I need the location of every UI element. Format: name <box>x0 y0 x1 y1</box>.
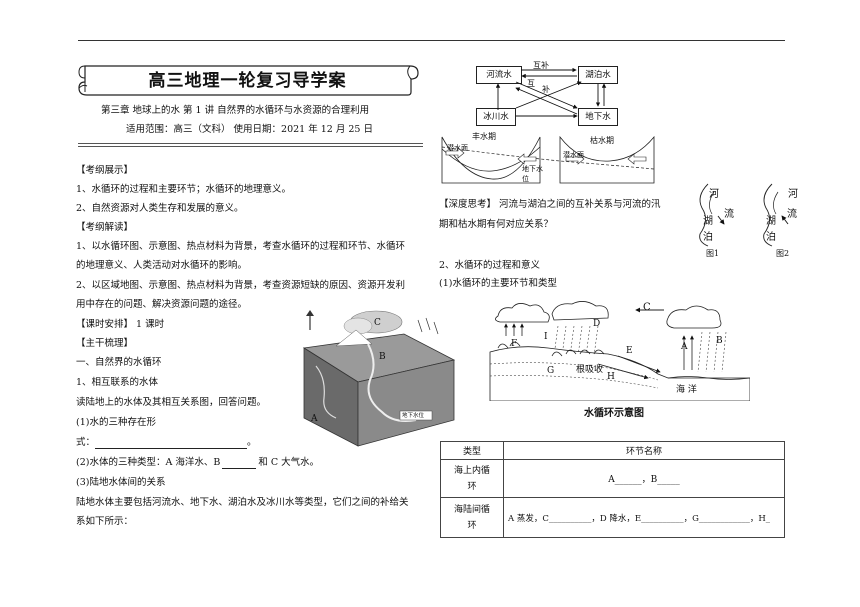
keshi: 【课时安排】 1 课时 <box>76 319 165 330</box>
jiedu-1b: 的地理意义、人类活动对水循环的影响。 <box>76 260 248 271</box>
q1-form-label: 式： <box>76 437 96 448</box>
row2-type-a: 海陆间循 <box>453 504 490 515</box>
fig1-po: 泊 <box>703 232 713 243</box>
fig2-lake: 湖 <box>766 216 776 227</box>
section-1: 一、自然界的水循环 <box>76 357 162 368</box>
box-glacier: 冰川水 <box>476 108 516 126</box>
cycle-label-d: D <box>593 319 601 329</box>
high-water-label: 丰水期 <box>472 132 496 141</box>
think-line-b: 期和枯水期有何对应关系？ <box>439 219 554 230</box>
groundwater-level-label: 地下水位 <box>522 165 543 183</box>
fig2-caption: 图2 <box>776 249 790 258</box>
table-header-row: 类型 环节名称 <box>440 441 785 460</box>
fig1-flow: 流 <box>724 209 734 220</box>
section-1-1: 1、相互联系的水体 <box>76 377 159 388</box>
scope-line: 适用范围：高三（文科） 使用日期：2021 年 12 月 25 日 <box>126 124 373 135</box>
cycle-types-table: 类型 环节名称 海上内循 环 A______，B_____ 海陆间循 环 A 蒸… <box>440 441 785 538</box>
table-row: 海上内循 环 A______，B_____ <box>440 459 785 498</box>
q2-pre: (2)水体的三种类型：A 海洋水、B <box>76 457 221 468</box>
water-cycle-diagram <box>489 301 750 401</box>
q2-answer-blank[interactable] <box>222 458 257 469</box>
table-row1-value[interactable]: A______，B_____ <box>503 459 785 498</box>
water-period-diagram <box>441 135 655 184</box>
page-title: 高三地理一轮复习导学案 <box>148 71 347 91</box>
water-surface-label-2: 潜水面 <box>563 151 584 159</box>
fig1-lake: 湖 <box>703 216 713 227</box>
cycle-label-ocean: 海 洋 <box>676 385 697 395</box>
q1-answer-blank[interactable] <box>95 438 248 449</box>
fig2-flow: 流 <box>787 209 797 220</box>
mutual-label-2: 互 <box>527 79 535 88</box>
fig1-river: 河 <box>709 189 719 200</box>
fig1-caption: 图1 <box>706 249 720 258</box>
low-water-label: 枯水期 <box>590 136 614 145</box>
cycle-label-a: A <box>681 342 688 352</box>
kaogang-title: 【考纲展示】 <box>76 165 134 176</box>
header-divider-1 <box>78 143 423 144</box>
cycle-caption: 水循环示意图 <box>584 408 644 419</box>
q2-post: 和 C 大气水。 <box>258 457 320 468</box>
question-3-text-a: 陆地水体主要包括河流水、地下水、湖泊水及冰川水等类型，它们之间的补给关 <box>76 497 409 508</box>
q1-end: 。 <box>247 437 257 448</box>
table-row2-value[interactable]: A 蒸发，C__________，D 降水，E__________，G_____… <box>503 497 785 538</box>
jiedu-title: 【考纲解读】 <box>76 222 134 233</box>
table-head-name: 环节名称 <box>503 441 785 460</box>
read-question: 读陆地上的水体及其相互关系图，回答问题。 <box>76 397 267 408</box>
cycle-label-h: H <box>607 372 615 382</box>
chapter-line: 第三章 地球上的水 第 1 讲 自然界的水循环与水资源的合理利用 <box>101 105 370 116</box>
cycle-label-b: B <box>716 336 723 346</box>
cycle-label-f: F <box>511 339 518 349</box>
question-1-form: 式： 。 <box>76 436 257 449</box>
block-label-b: B <box>379 352 386 362</box>
block-label-a: A <box>311 414 318 424</box>
kaogang-2: 2、自然资源对人类生存和发展的意义。 <box>76 203 244 214</box>
fig2-po: 泊 <box>766 232 776 243</box>
water-relation-arrows <box>495 67 607 119</box>
jiedu-1a: 1、以水循环图、示意图、热点材料为背景，考查水循环的过程和环节、水循环 <box>76 241 406 252</box>
cycle-label-i: I <box>544 332 548 342</box>
table-head-type: 类型 <box>440 441 504 460</box>
cycle-label-g: G <box>547 366 555 376</box>
table-row2-type: 海陆间循 环 <box>440 497 504 538</box>
mutual-label-1: 互补 <box>533 61 549 70</box>
top-rule <box>78 40 785 41</box>
row2-type-b: 环 <box>467 520 477 531</box>
question-3: (3)陆地水体间的关系 <box>76 477 166 488</box>
header-divider-2 <box>78 146 423 147</box>
jiedu-2a: 2、以区域地图、示意图、热点材料为背景，考查资源短缺的原因、资源开发利 <box>76 280 406 291</box>
think-line-a: 【深度思考】 河流与湖泊之间的互补关系与河流的汛 <box>439 199 661 210</box>
water-surface-label-1: 潜水面 <box>447 144 468 152</box>
mutual-label-3: 补 <box>542 85 550 94</box>
cycle-label-e: E <box>626 346 633 356</box>
table-row: 海陆间循 环 A 蒸发，C__________，D 降水，E__________… <box>440 497 785 538</box>
row1-type-b: 环 <box>467 481 477 492</box>
kaogang-1: 1、水循环的过程和主要环节；水循环的地理意义。 <box>76 184 292 195</box>
box-ground: 地下水 <box>578 108 618 126</box>
cycle-label-c: C <box>643 302 651 313</box>
fig2-river: 河 <box>788 189 798 200</box>
box-lake: 湖泊水 <box>578 66 618 84</box>
land-water-block-diagram <box>302 310 456 447</box>
section-2: 2、水循环的过程和意义 <box>439 260 541 271</box>
zhugan: 【主干梳理】 <box>76 338 134 349</box>
question-3-text-b: 系如下所示： <box>76 516 134 527</box>
block-caption: 地下水位 <box>402 413 425 419</box>
row1-type-a: 海上内循 <box>453 465 490 476</box>
cycle-label-root: 根吸收 <box>576 365 604 375</box>
section-2-1: (1)水循环的主要环节和类型 <box>439 278 557 289</box>
question-1: (1)水的三种存在形 <box>76 417 156 428</box>
table-row1-type: 海上内循 环 <box>440 459 504 498</box>
title-scroll-banner <box>78 65 419 96</box>
question-2: (2)水体的三种类型：A 海洋水、B 和 C 大气水。 <box>76 456 319 469</box>
block-label-c: C <box>374 318 381 328</box>
river-lake-figures <box>699 183 789 247</box>
jiedu-2b: 用中存在的问题、解决资源问题的途径。 <box>76 299 248 310</box>
